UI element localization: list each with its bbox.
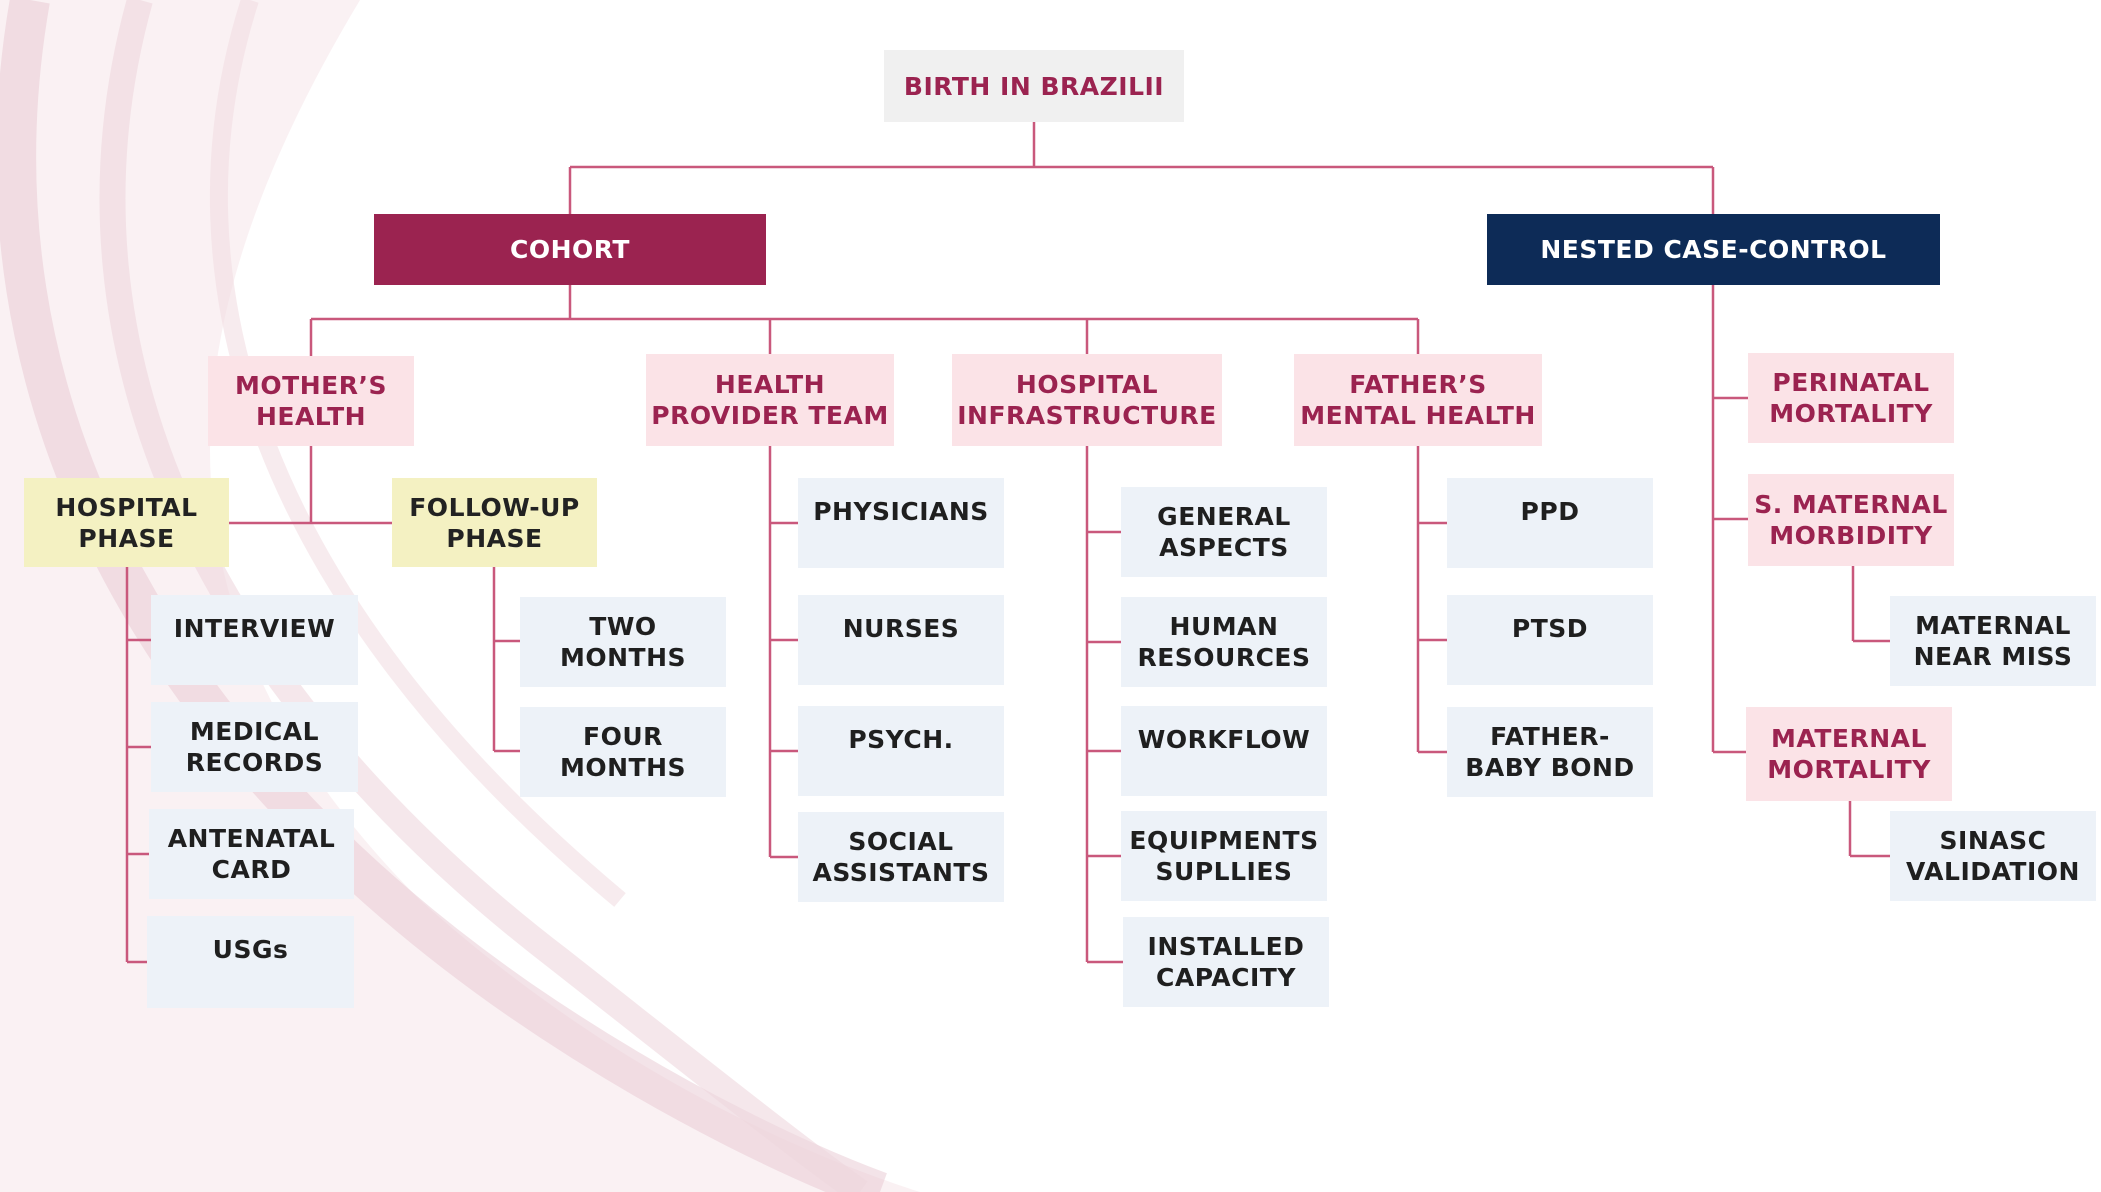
equipments-supplies-node: EQUIPMENTS SUPLLIES xyxy=(1121,811,1327,901)
sinasc-validation-node: SINASC VALIDATION xyxy=(1890,811,2096,901)
father-baby-bond-node: FATHER- BABY BOND xyxy=(1447,707,1653,797)
hospital-phase-node: HOSPITAL PHASE xyxy=(24,478,229,567)
physicians-node: PHYSICIANS xyxy=(798,478,1004,568)
perinatal-mortality-node: PERINATAL MORTALITY xyxy=(1748,353,1954,443)
general-aspects-node: GENERAL ASPECTS xyxy=(1121,487,1327,577)
psych-node: PSYCH. xyxy=(798,706,1004,796)
maternal-near-miss-node: MATERNAL NEAR MISS xyxy=(1890,596,2096,686)
root-node-birth-in-brazil: BIRTH IN BRAZILII xyxy=(884,50,1184,122)
usgs-node: USGs xyxy=(147,916,354,1008)
nested-case-control-node: NESTED CASE-CONTROL xyxy=(1487,214,1940,285)
health-provider-team-node: HEALTH PROVIDER TEAM xyxy=(646,354,894,446)
medical-records-node: MEDICAL RECORDS xyxy=(151,702,358,792)
ptsd-node: PTSD xyxy=(1447,595,1653,685)
workflow-node: WORKFLOW xyxy=(1121,706,1327,796)
social-assistants-node: SOCIAL ASSISTANTS xyxy=(798,812,1004,902)
human-resources-node: HUMAN RESOURCES xyxy=(1121,597,1327,687)
ppd-node: PPD xyxy=(1447,478,1653,568)
four-months-node: FOUR MONTHS xyxy=(520,707,726,797)
two-months-node: TWO MONTHS xyxy=(520,597,726,687)
installed-capacity-node: INSTALLED CAPACITY xyxy=(1123,917,1329,1007)
hospital-infrastructure-node: HOSPITAL INFRASTRUCTURE xyxy=(952,354,1222,446)
fathers-mental-health-node: FATHER’S MENTAL HEALTH xyxy=(1294,354,1542,446)
mothers-health-node: MOTHER’S HEALTH xyxy=(208,356,414,446)
antenatal-card-node: ANTENATAL CARD xyxy=(149,809,354,899)
interview-node: INTERVIEW xyxy=(151,595,358,685)
s-maternal-morbidity-node: S. MATERNAL MORBIDITY xyxy=(1748,474,1954,566)
maternal-mortality-node: MATERNAL MORTALITY xyxy=(1746,707,1952,801)
nurses-node: NURSES xyxy=(798,595,1004,685)
cohort-node: COHORT xyxy=(374,214,766,285)
follow-up-phase-node: FOLLOW-UP PHASE xyxy=(392,478,597,567)
